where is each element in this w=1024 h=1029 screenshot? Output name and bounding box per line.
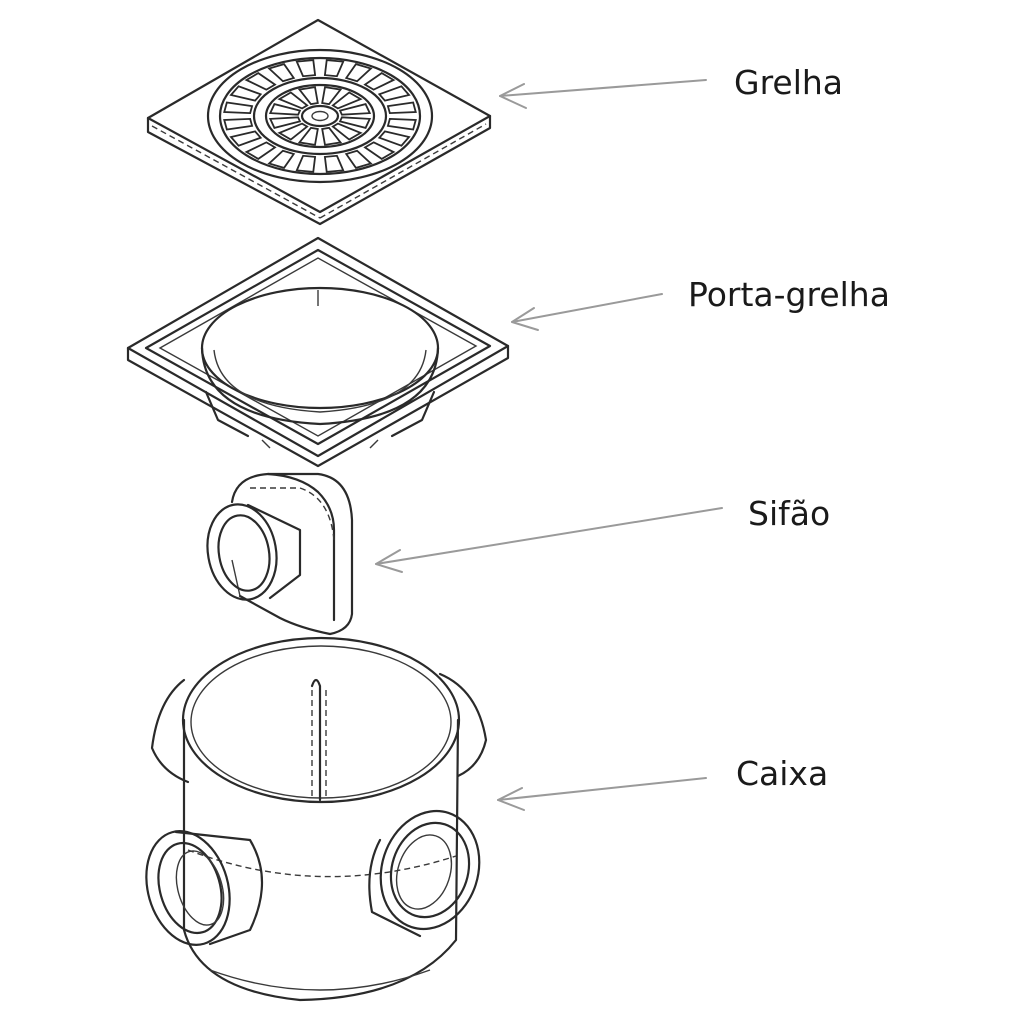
- grelha-outer-slot: [386, 101, 417, 115]
- grelha-outer-slot: [267, 149, 296, 169]
- grelha-inner-slot: [277, 91, 309, 110]
- grelha-inner-slot: [338, 116, 372, 129]
- grelha-outer-slot: [363, 72, 396, 91]
- grelha-outer-slot: [229, 85, 263, 102]
- grelha-inner-slot: [297, 86, 319, 106]
- grelha-inner-slot: [297, 126, 319, 146]
- grelha-outer-slot: [229, 130, 263, 147]
- caixa-right-inlet: [368, 809, 481, 938]
- grelha-outer-slot: [323, 59, 345, 78]
- caixa-body: [182, 718, 460, 1002]
- arrow-caixa: [497, 777, 707, 811]
- grelha-outer-slot: [363, 141, 396, 160]
- grelha-outer-slot: [377, 130, 411, 147]
- grelha-inner-slot: [331, 122, 363, 141]
- grelha-slots: [206, 48, 434, 184]
- grelha-outer-slot: [344, 149, 373, 169]
- grelha-outer-slot: [223, 101, 254, 115]
- caixa-part: [145, 636, 488, 1002]
- label-sifao: Sifão: [748, 494, 831, 533]
- grelha-outer-slot: [244, 141, 277, 160]
- grelha-plate: [146, 18, 492, 214]
- grelha-inner-slot: [321, 86, 343, 106]
- grelha-inner-slot: [321, 126, 343, 146]
- label-grelha: Grelha: [734, 63, 844, 102]
- label-caixa: Caixa: [736, 754, 829, 793]
- grelha-outer-slot: [323, 154, 345, 173]
- grelha-outer-slot: [244, 72, 277, 91]
- grelha-inner-slot: [331, 91, 363, 110]
- sifao-body: [230, 472, 354, 636]
- grelha-plate-edge: [146, 114, 492, 226]
- sifao-outlet: [206, 503, 278, 601]
- porta-grelha-part: [126, 236, 510, 468]
- arrow-grelha: [499, 79, 707, 109]
- arrow-sifao: [375, 507, 723, 573]
- label-porta-grelha: Porta-grelha: [688, 275, 890, 314]
- arrow-porta-grelha: [511, 293, 663, 331]
- grelha-outer-slot: [377, 85, 411, 102]
- grelha-outer-slot: [386, 117, 417, 131]
- grelha-inner-slot: [268, 103, 302, 116]
- grelha-part: [146, 18, 492, 226]
- caixa-left-inlet: [145, 830, 264, 946]
- grelha-outer-slot: [295, 59, 317, 78]
- grelha-outer-slot: [295, 154, 317, 173]
- grelha-outer-slot: [267, 63, 296, 83]
- caixa-rim: [181, 636, 461, 804]
- grelha-inner-slot: [277, 122, 309, 141]
- grelha-outer-slot: [344, 63, 373, 83]
- grelha-outer-slot: [223, 117, 254, 131]
- sifao-part: [206, 472, 354, 636]
- grelha-inner-slot: [268, 116, 302, 129]
- grelha-inner-slot: [338, 103, 372, 116]
